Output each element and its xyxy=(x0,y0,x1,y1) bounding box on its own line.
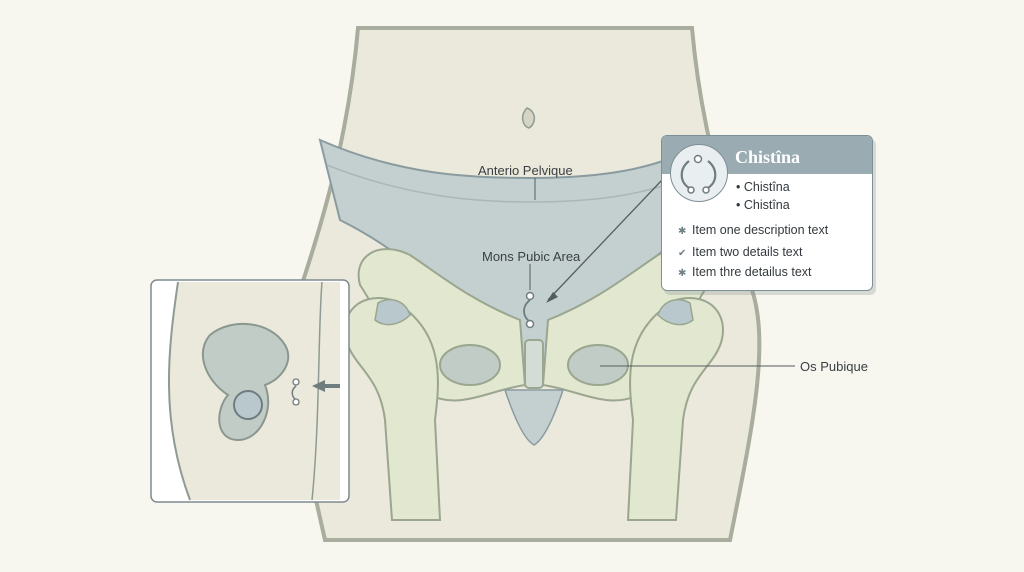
callout-item-2: ✔Item two details text xyxy=(678,245,803,259)
label-os-pubique: Os Pubique xyxy=(800,359,868,374)
navel xyxy=(521,107,536,129)
callout-subitem: • Chistîna xyxy=(736,180,790,194)
callout-title: Chistîna xyxy=(735,147,801,167)
label-anterior-pelvique: Anterio Pelvique xyxy=(478,163,573,178)
right-femur xyxy=(626,297,724,521)
callout-subitem: • Chistîna xyxy=(736,198,790,212)
gear-icon: ✱ xyxy=(678,268,687,279)
gear-icon: ✱ xyxy=(678,226,687,237)
pubic-symphysis xyxy=(524,339,544,389)
callout-item-3: ✱Item thre detailus text xyxy=(678,265,812,279)
check-icon: ✔ xyxy=(678,248,687,259)
inset-side-view xyxy=(150,279,350,503)
label-mons-pubic-area: Mons Pubic Area xyxy=(482,249,581,264)
callout-item-1: ✱Item one description text xyxy=(678,223,829,237)
piercing-icon xyxy=(670,144,728,202)
info-callout-card: Chistîna • Chistîna • Chistîna ✱Item one… xyxy=(661,135,873,291)
